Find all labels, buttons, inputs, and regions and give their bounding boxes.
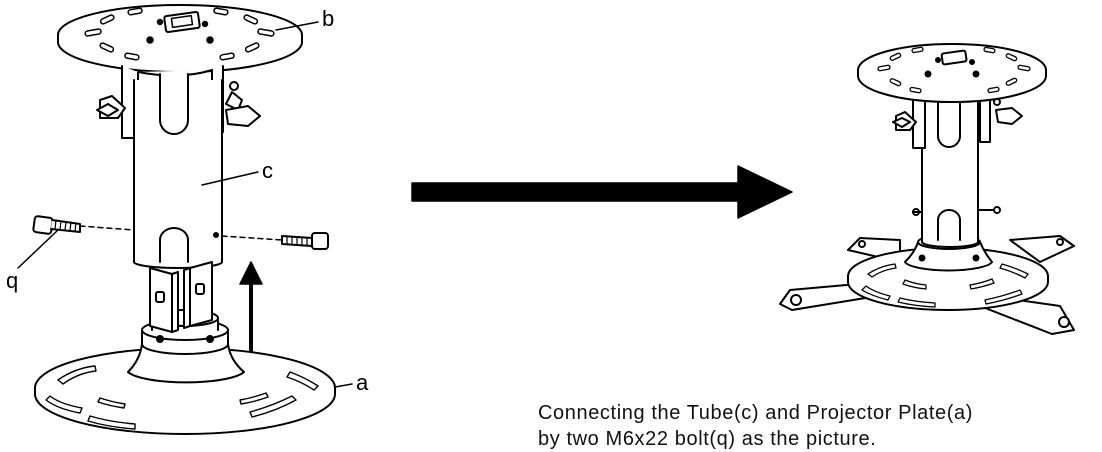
assembled-view (779, 43, 1075, 335)
assembly-diagram (17, 4, 1075, 435)
tube-c (133, 73, 223, 269)
assembled-tube (912, 97, 1001, 248)
caption-line-1: Connecting the Tube(c) and Projector Pla… (538, 402, 973, 424)
caption-line-2: by two M6x22 bolt(q) as the picture. (538, 428, 877, 450)
leader-b (275, 21, 319, 31)
assembly-arrow (411, 165, 793, 219)
bolt-right-q (281, 232, 329, 250)
label-b: b (322, 6, 335, 31)
leader-q (17, 229, 59, 269)
label-q: q (6, 268, 19, 293)
assembled-plate (847, 234, 1049, 311)
ceiling-plate-b (57, 4, 303, 73)
bolt-guide-left (79, 225, 135, 231)
bolt-left-q (32, 215, 81, 235)
label-c: c (262, 158, 273, 183)
bolt-guide-right (221, 235, 283, 241)
assembled-ceiling-plate (857, 43, 1047, 103)
exploded-view (17, 4, 353, 435)
projector-plate-a (34, 261, 336, 435)
leader-c (201, 171, 259, 186)
label-a: a (356, 370, 369, 395)
assembled-bracket (892, 91, 1023, 149)
up-arrow (239, 261, 263, 362)
instruction-caption: Connecting the Tube(c) and Projector Pla… (538, 400, 1098, 452)
